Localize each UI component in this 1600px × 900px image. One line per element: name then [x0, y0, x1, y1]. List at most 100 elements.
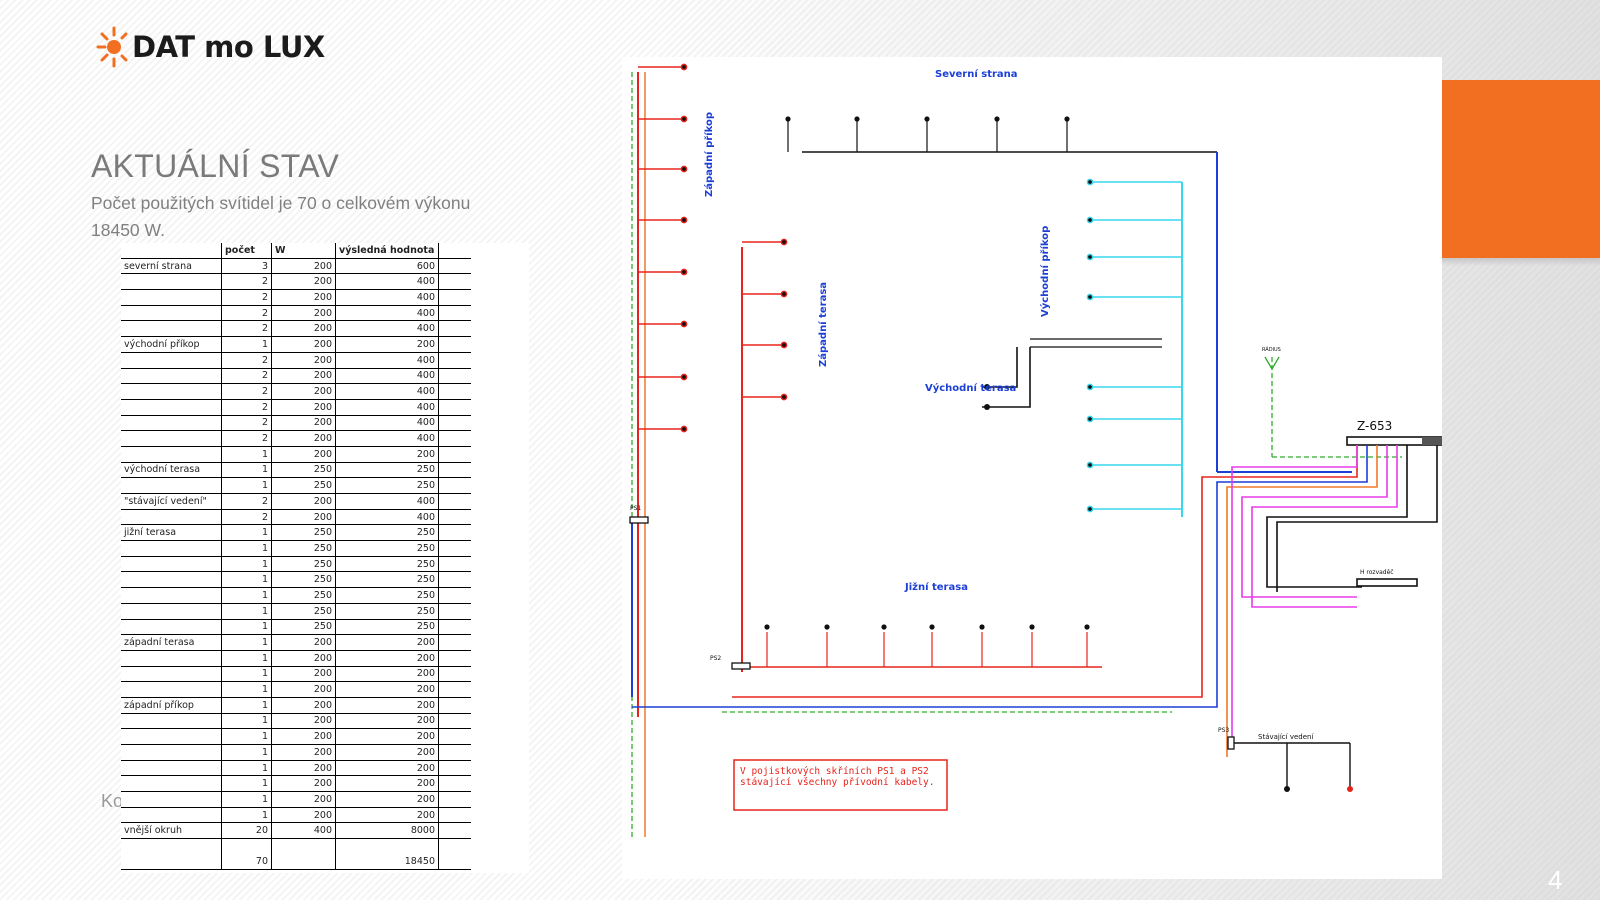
table-cell: 1 [221, 603, 272, 620]
table-cell: 2 [221, 273, 272, 291]
table-cell-empty [438, 556, 471, 573]
lamp-icon [780, 341, 788, 349]
table-cell-empty [438, 243, 471, 259]
table-cell: 2 [221, 430, 272, 447]
table-cell: 200 [335, 336, 439, 353]
table-cell [121, 587, 222, 604]
label-east-terrace: Východní terasa [925, 383, 1017, 394]
table-cell: 200 [271, 807, 336, 824]
table-cell-empty [438, 477, 471, 494]
table-cell: 1 [221, 571, 272, 589]
label-ps3: PS3 [1218, 727, 1230, 734]
lamp-icon [1086, 461, 1094, 469]
label-ground: RÁDIUS [1262, 347, 1281, 353]
wiring-diagram-svg [629, 63, 1442, 837]
hidden-text-fragment: Ko [101, 791, 124, 811]
table-cell [121, 446, 222, 463]
table-cell: 200 [271, 430, 336, 447]
table-cell: 200 [271, 650, 336, 667]
table-cell: 1 [221, 462, 272, 479]
table-cell: 2 [221, 368, 272, 385]
lamp-icon [994, 116, 1000, 122]
label-west-terrace: Západní terasa [818, 281, 829, 367]
table-cell: 200 [271, 305, 336, 322]
table-cell: 400 [335, 509, 439, 526]
orange-accent-shadow [1442, 258, 1600, 266]
table-cell: 1 [221, 807, 272, 824]
table-cell: 1 [221, 446, 272, 463]
table-cell [121, 273, 222, 291]
table-cell: 200 [271, 415, 336, 432]
table-cell: 200 [335, 760, 439, 777]
table-cell-empty [438, 713, 471, 730]
table-cell: 250 [335, 540, 439, 557]
table-cell: 2 [221, 305, 272, 322]
table-cell: 200 [271, 666, 336, 683]
table-cell-empty [438, 697, 471, 714]
table-cell: 200 [335, 446, 439, 463]
table-cell: 250 [271, 619, 336, 636]
lamp-icon [1086, 415, 1094, 423]
table-cell: 250 [335, 587, 439, 604]
lamp-icon [680, 425, 688, 433]
table-cell: 200 [271, 697, 336, 714]
lamp-icon [780, 393, 788, 401]
table-cell: 200 [271, 760, 336, 777]
lamp-icon [785, 116, 791, 122]
table-cell: 400 [335, 352, 439, 369]
table-cell: 250 [271, 462, 336, 479]
table-cell: 400 [335, 305, 439, 322]
slide-title: AKTUÁLNÍ STAV [91, 148, 340, 184]
label-ps1: PS1 [630, 505, 642, 512]
lamp-icon [680, 320, 688, 328]
table-cell: 200 [271, 368, 336, 385]
label-switchboard: Z-653 [1357, 419, 1393, 433]
lamp-icon [780, 290, 788, 298]
table-cell: 400 [335, 399, 439, 416]
sun-icon [96, 26, 128, 68]
table-cell: počet [221, 243, 272, 259]
table-cell-empty [438, 524, 471, 542]
table-cell [121, 399, 222, 416]
table-cell-empty [438, 775, 471, 793]
table-cell [121, 430, 222, 447]
lamp-icon [1086, 178, 1094, 186]
table-cell: výsledná hodnota [335, 243, 439, 259]
table-cell: 2 [221, 509, 272, 526]
table-cell-empty [438, 273, 471, 291]
table-cell [121, 509, 222, 526]
table-cell: 200 [335, 697, 439, 714]
lamp-icon [680, 373, 688, 381]
table-cell: 250 [335, 619, 439, 636]
table-cell-empty [438, 415, 471, 432]
table-cell-empty [438, 728, 471, 745]
table-cell [121, 540, 222, 557]
table-cell: 200 [271, 352, 336, 369]
table-cell: 250 [271, 587, 336, 604]
table-cell: 250 [271, 540, 336, 557]
table-cell: 1 [221, 760, 272, 777]
table-cell: 200 [271, 493, 336, 510]
orange-accent-block [1442, 80, 1600, 258]
table-cell [121, 415, 222, 432]
table-cell: 8000 [335, 822, 439, 840]
table-cell [121, 571, 222, 589]
table-cell-empty [438, 462, 471, 479]
